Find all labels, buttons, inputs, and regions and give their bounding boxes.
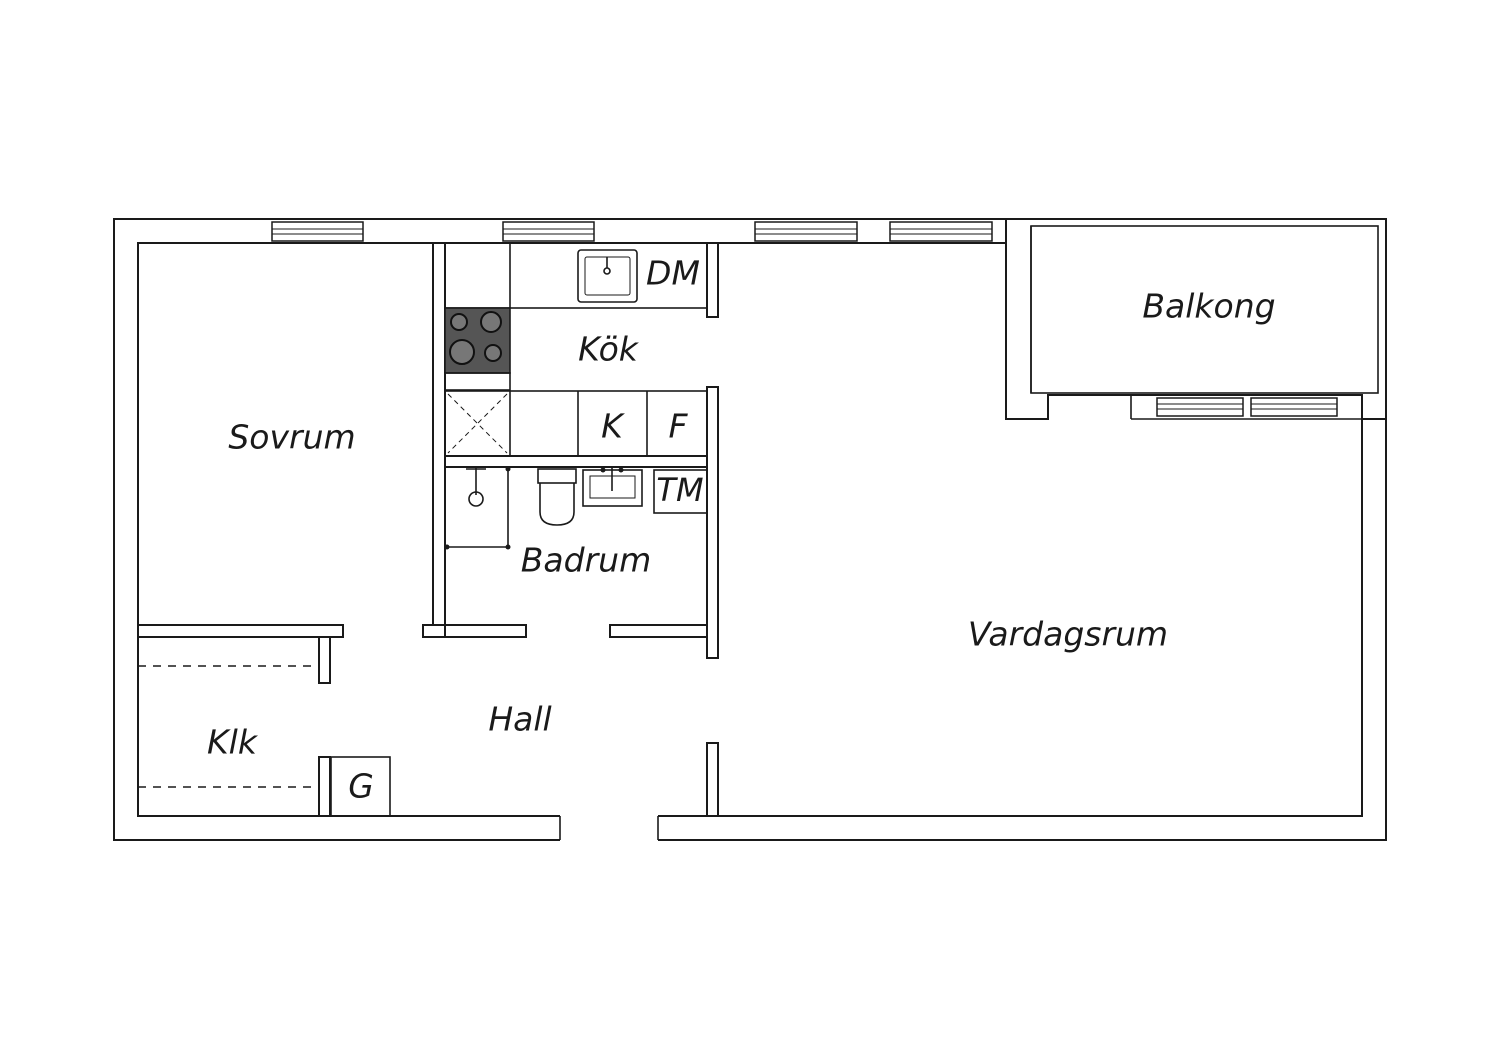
label-hall: Hall — [488, 700, 551, 739]
bedroom-bottom-wall — [137, 624, 344, 638]
burner-4 — [484, 344, 502, 362]
shower-corner-3 — [444, 544, 450, 550]
window-living-1 — [754, 221, 858, 242]
window-balcony-2 — [1250, 397, 1338, 417]
bedroom-right-wall — [432, 242, 446, 638]
cabinet-x2 — [447, 393, 508, 454]
kitchen-right-wall-mid — [706, 386, 719, 659]
label-dishwasher: DM — [646, 254, 700, 293]
shower-corner-1 — [505, 466, 511, 472]
burner-1 — [450, 313, 468, 331]
kitchen-counter-top — [444, 242, 708, 309]
wardrobe-box — [330, 756, 391, 817]
label-freezer: F — [669, 407, 689, 446]
label-washing-machine: TM — [656, 471, 703, 509]
label-bedroom: Sovrum — [228, 418, 355, 457]
closet-right-wall — [318, 636, 331, 684]
kitchen-bath-wall — [444, 455, 708, 468]
stove-under — [444, 372, 511, 391]
bath-sink-icon — [582, 467, 643, 507]
burner-2 — [480, 311, 502, 333]
toilet-icon — [537, 468, 577, 526]
bath-bottom-wall-left — [444, 624, 527, 638]
burner-3 — [449, 339, 475, 365]
kitchen-right-wall-top — [706, 242, 719, 318]
shower-head-icon — [466, 467, 486, 507]
window-kitchen — [502, 221, 595, 242]
label-bathroom: Badrum — [521, 541, 651, 580]
washing-machine-box — [653, 469, 708, 514]
hall-left-wall-top — [422, 624, 446, 638]
sink-drain — [603, 267, 611, 275]
bath-bottom-wall-right — [609, 624, 708, 638]
window-balcony-1 — [1156, 397, 1244, 417]
shower-corner-2 — [505, 544, 511, 550]
label-wardrobe: G — [348, 767, 374, 806]
label-living-room: Vardagsrum — [968, 615, 1168, 654]
label-balcony: Balkong — [1142, 287, 1275, 326]
label-fridge: K — [601, 407, 625, 446]
window-living-2 — [889, 221, 993, 242]
entry-gap — [560, 815, 658, 842]
window-bedroom — [271, 221, 364, 242]
cabinet-x1 — [447, 393, 508, 454]
label-closet: Klk — [207, 723, 259, 762]
hall-right-wall — [706, 742, 719, 817]
sink-outer — [577, 249, 638, 303]
label-kitchen: Kök — [578, 330, 640, 369]
closet-right-wall-lower — [318, 756, 331, 817]
